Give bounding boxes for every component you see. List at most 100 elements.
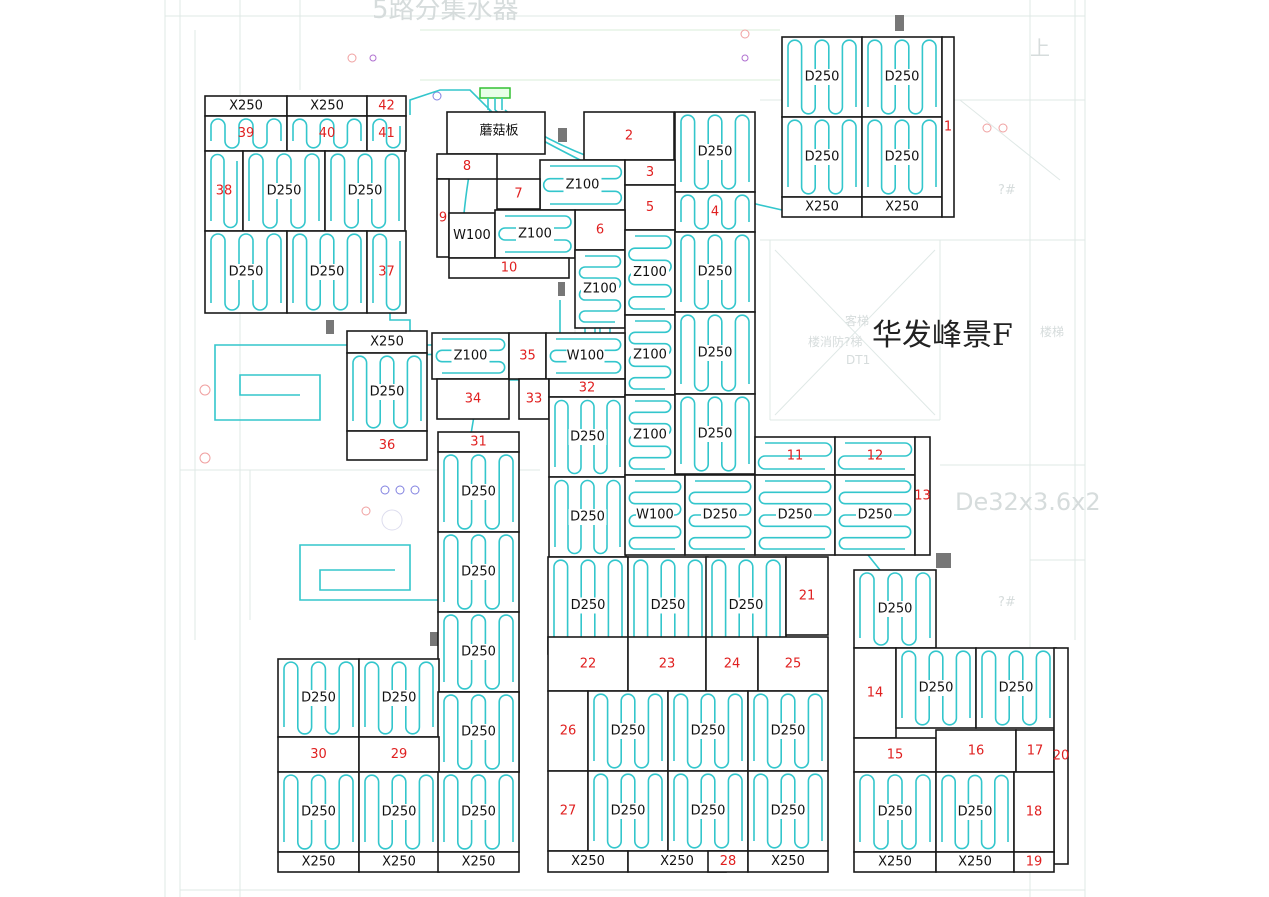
panel-rect — [757, 636, 829, 692]
pipe-loop — [210, 153, 238, 229]
panel: D250 — [674, 311, 756, 395]
svg-text:DT1: DT1 — [846, 353, 870, 367]
panel: Z100 — [431, 332, 510, 380]
panel-label: D250 — [382, 805, 417, 820]
circuit-number: 40 — [319, 126, 336, 141]
trunk-pipe — [299, 449, 471, 601]
circuit-number: 1 — [944, 120, 952, 135]
circuit-number: 32 — [579, 381, 596, 396]
circuit-number: 33 — [526, 392, 543, 407]
panel: D250 — [437, 771, 520, 853]
panel: 34 — [436, 378, 510, 420]
pipe-loop — [941, 774, 1009, 850]
panel: D250 — [437, 691, 520, 773]
panel-rect — [242, 150, 326, 232]
panel-label: D250 — [919, 681, 954, 696]
pipe-loop — [210, 233, 282, 311]
pipe-loop — [283, 661, 354, 735]
pipe-loop — [553, 559, 623, 652]
panel-label: D250 — [771, 724, 806, 739]
panel: D250 — [204, 230, 288, 314]
panel-label: D250 — [805, 70, 840, 85]
panel-label: X250 — [571, 854, 605, 869]
panel-label: X250 — [370, 335, 404, 350]
pipe-loop — [680, 396, 750, 472]
mushroom-board-label: 蘑菇板 — [479, 124, 518, 139]
panel: 42 — [366, 95, 407, 117]
circuit-number: 24 — [724, 657, 741, 672]
panel: Z100 — [574, 249, 626, 329]
panel: W100 — [448, 212, 496, 259]
trunk-pipe — [409, 89, 521, 141]
panel-rect — [853, 647, 897, 739]
panel-label: D250 — [885, 70, 920, 85]
panel: Z100 — [624, 314, 676, 396]
panel: 10 — [448, 257, 570, 279]
circuit-number: 26 — [560, 724, 577, 739]
panel-label: D250 — [348, 184, 383, 199]
panel-rect — [277, 736, 360, 773]
panel-label: X250 — [302, 855, 336, 870]
panel-label: D250 — [703, 508, 738, 523]
pipe-loop — [210, 118, 282, 149]
circuit-number: 36 — [379, 438, 396, 453]
circuit-number: 8 — [463, 159, 471, 174]
page-title: 华发峰景F — [872, 318, 1013, 353]
circuit-number: 41 — [378, 126, 395, 141]
circuit-number: 27 — [560, 804, 577, 819]
circuit-number: 14 — [867, 686, 884, 701]
panel-label: X250 — [878, 855, 912, 870]
panel-label: X250 — [462, 855, 496, 870]
svg-text:上: 上 — [1030, 36, 1050, 60]
panel-label: Z100 — [566, 178, 600, 193]
panel-label: D250 — [885, 150, 920, 165]
circuit-number: 12 — [867, 449, 884, 464]
pipe-loop — [330, 153, 400, 229]
panel-label: D250 — [698, 346, 733, 361]
panel-rect — [496, 178, 541, 210]
pipe-loop — [554, 479, 621, 555]
svg-text:楼消防?梯: 楼消防?梯 — [808, 334, 862, 349]
svg-text:?#: ?# — [998, 595, 1016, 610]
pipe-loop — [498, 215, 572, 253]
faint-header: 5路分集水器 — [372, 0, 519, 25]
panel-label: D250 — [461, 485, 496, 500]
panel: D250 — [853, 569, 937, 649]
panel: D250 — [437, 451, 520, 533]
panel-label: Z100 — [633, 428, 667, 443]
panel: 38 — [204, 150, 244, 232]
panel: D250 — [781, 116, 863, 198]
pipe-loop — [901, 650, 971, 726]
pipe-loop — [757, 442, 833, 470]
panel: 19 — [1013, 851, 1055, 873]
circuit-number: 11 — [787, 449, 804, 464]
panel-label: D250 — [999, 681, 1034, 696]
panel-rect — [1013, 771, 1055, 853]
panel-rect — [624, 184, 676, 231]
panel-label: W100 — [453, 228, 491, 243]
panel: D250 — [674, 231, 756, 313]
panel-rect — [448, 257, 570, 279]
panel: X250 — [358, 851, 440, 873]
circuit-number: 28 — [720, 854, 737, 869]
panel-label: Z100 — [633, 265, 667, 280]
pipe-loop — [787, 119, 857, 195]
panel: X250 — [277, 851, 360, 873]
pipe-loop — [837, 442, 913, 470]
panel-label: X250 — [958, 855, 992, 870]
panel: D250 — [324, 150, 406, 232]
circuit-number: 30 — [310, 747, 327, 762]
faint-pipe-spec: De32x3.6x2 — [955, 488, 1101, 516]
panel-label: D250 — [651, 598, 686, 613]
panel-label: D250 — [958, 805, 993, 820]
panel: 37 — [366, 230, 407, 314]
circuit-number: 9 — [439, 211, 447, 226]
panel-label: D250 — [611, 804, 646, 819]
panel: 41 — [366, 115, 407, 152]
panel: 5 — [624, 184, 676, 231]
panel: 16 — [935, 729, 1017, 773]
panel-label: D250 — [698, 145, 733, 160]
panel: D250 — [781, 36, 863, 118]
